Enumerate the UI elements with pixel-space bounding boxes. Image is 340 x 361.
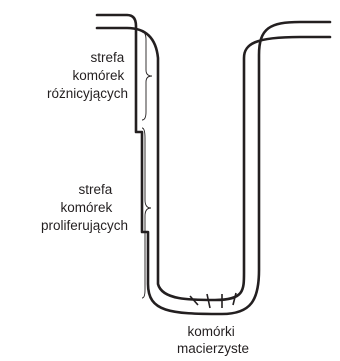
crypt-outer-wall [97, 15, 330, 314]
label-line: różnicyjących [47, 86, 128, 101]
stem-cells-label: komórki macierzyste [177, 324, 249, 356]
differentiating-zone-brace [142, 32, 152, 120]
label-line: komórek [60, 200, 112, 215]
label-line: strefa [78, 182, 112, 197]
proliferating-zone-brace [142, 128, 151, 298]
label-line: proliferujących [41, 218, 128, 233]
differentiating-zone-label: strefa komórek różnicyjących [47, 50, 128, 101]
label-line: komórki [187, 324, 234, 339]
label-line: komórek [72, 68, 124, 83]
proliferating-zone-label: strefa komórek proliferujących [41, 182, 128, 233]
crypt-inner-wall [97, 28, 330, 300]
label-line: strefa [90, 50, 124, 65]
label-line: macierzyste [177, 341, 249, 356]
stem-cell-divider [233, 293, 236, 305]
